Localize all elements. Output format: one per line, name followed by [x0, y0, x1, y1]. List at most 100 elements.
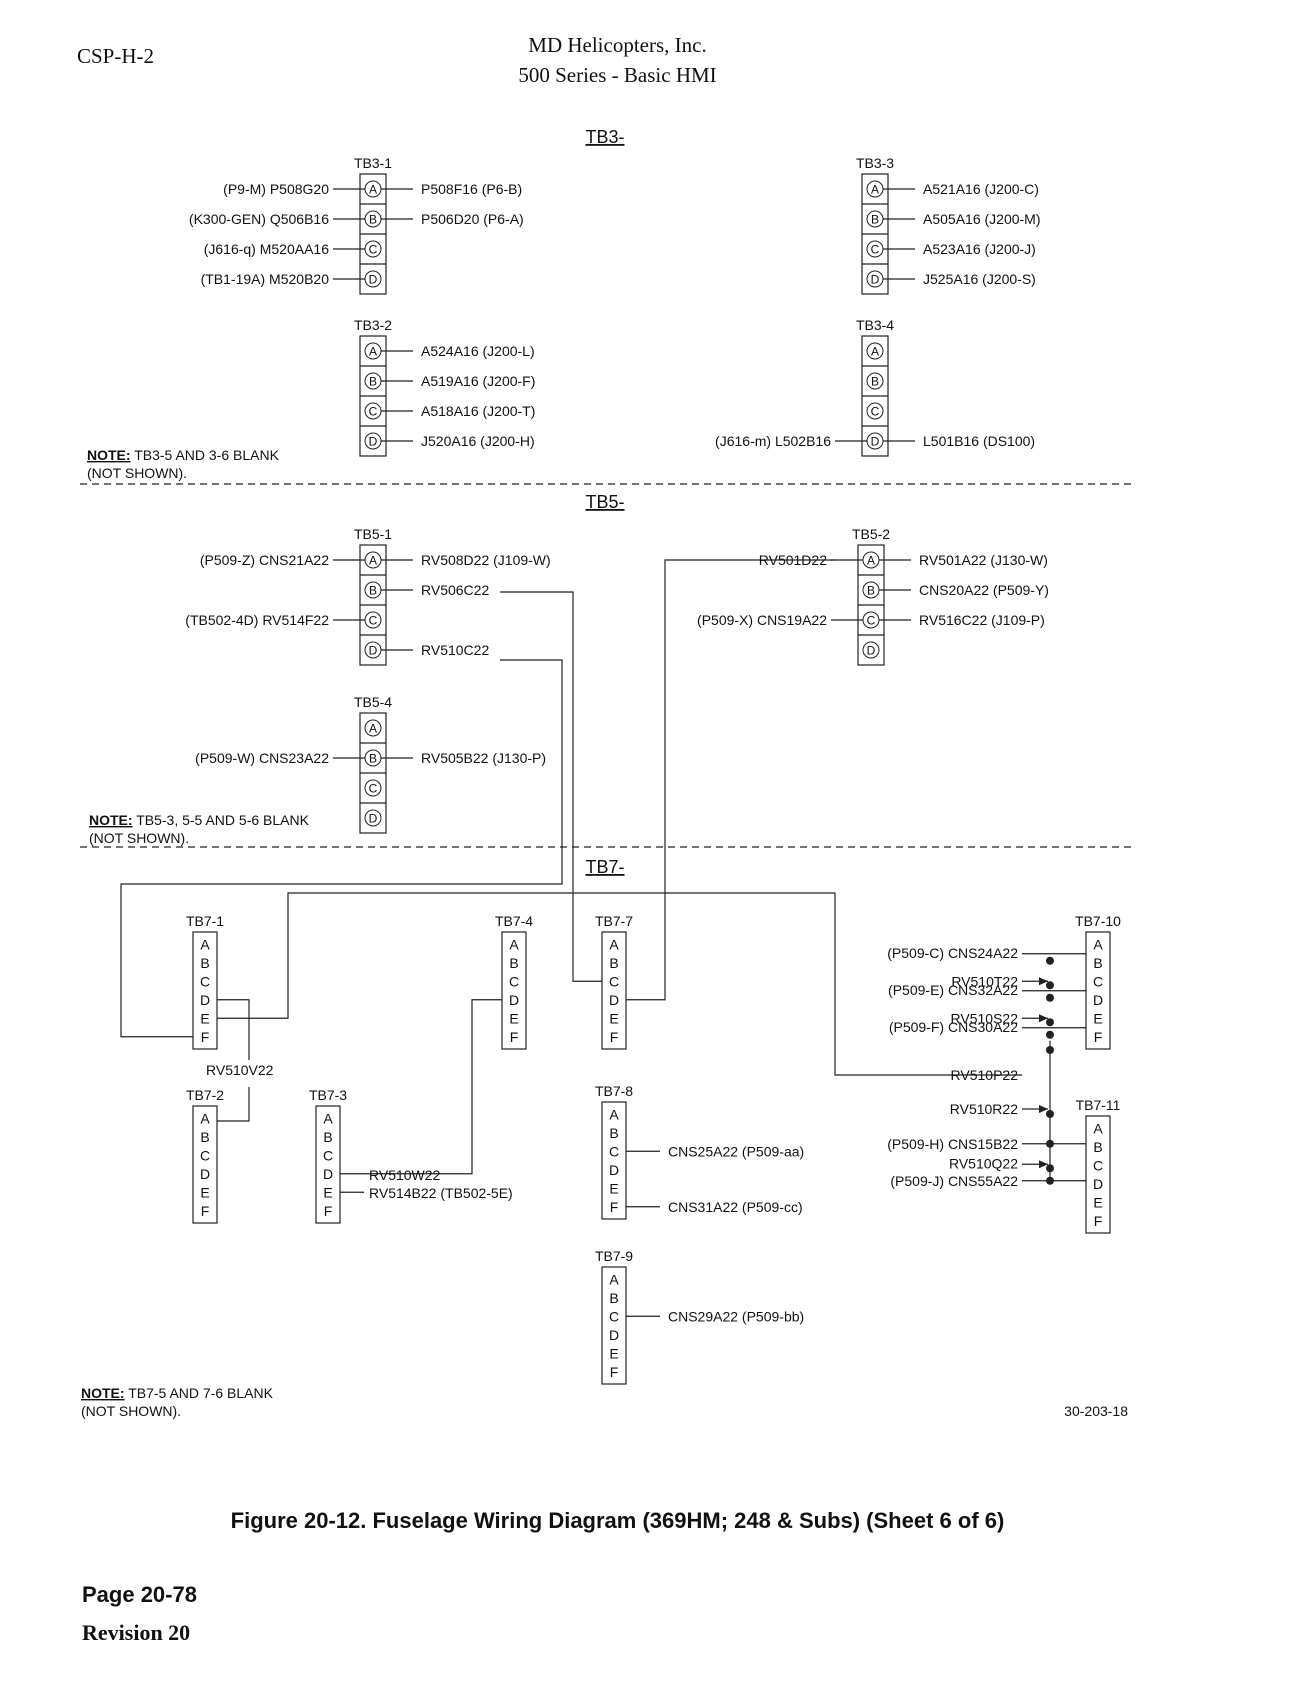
pin-label: C [1093, 973, 1103, 989]
pin-label: F [510, 1029, 519, 1045]
wire-label: CNS31A22 (P509-cc) [668, 1199, 803, 1215]
terminal-block-tb7_3 [315, 1105, 341, 1224]
wire-rv510p22 [217, 892, 1022, 1076]
pin-label: A [369, 345, 377, 359]
series-name: 500 Series - Basic HMI [518, 63, 717, 87]
wire-label: (K300-GEN) Q506B16 [189, 211, 329, 227]
wire-label: (J616-m) L502B16 [715, 433, 831, 449]
pin-label: D [509, 992, 519, 1008]
splice-dot [1046, 993, 1054, 1002]
wire-label: RV510R22 [950, 1101, 1018, 1117]
pin-label: F [610, 1029, 619, 1045]
wire-label: RV510Q22 [949, 1155, 1018, 1171]
wire-label: RV510P22 [951, 1067, 1019, 1083]
note-tb7: NOTE: TB7-5 AND 7-6 BLANK [81, 1385, 274, 1401]
terminal-block-title: TB7-4 [495, 913, 533, 929]
pin-label: F [324, 1203, 333, 1219]
pin-label: F [1094, 1029, 1103, 1045]
pin-circle [866, 402, 884, 420]
wire-label: A505A16 (J200-M) [923, 211, 1041, 227]
pin-label: B [369, 584, 377, 598]
pin-label: C [200, 973, 210, 989]
pin-label: C [200, 1147, 210, 1163]
wire-label: RV506C22 [421, 582, 489, 598]
wire-label: RV514B22 (TB502-5E) [369, 1185, 513, 1201]
pin-label: D [200, 992, 210, 1008]
note-line2: (NOT SHOWN). [87, 465, 187, 481]
pin-label: A [871, 345, 879, 359]
note-tb5: NOTE: TB5-3, 5-5 AND 5-6 BLANK [89, 812, 310, 828]
terminal-block-title: TB3-2 [354, 317, 392, 333]
pin-label: F [610, 1199, 619, 1215]
splice-dot [1046, 1030, 1054, 1039]
wire-label: J520A16 (J200-H) [421, 433, 535, 449]
wire-label: (P509-E) CNS32A22 [888, 982, 1018, 998]
pin-label: A [609, 936, 619, 952]
wire-rv510w22 [340, 999, 502, 1175]
note-label: NOTE: [81, 1385, 125, 1401]
pin-circle [862, 641, 880, 659]
note-label: NOTE: [87, 447, 131, 463]
note-text: TB3-5 AND 3-6 BLANK [131, 447, 280, 463]
pin-label: A [369, 554, 377, 568]
splice-dot [1046, 1110, 1054, 1118]
terminal-block-title: TB3-4 [856, 317, 894, 333]
wire-label: A519A16 (J200-F) [421, 373, 535, 389]
wire-label: P506D20 (P6-A) [421, 211, 524, 227]
revision-label: Revision 20 [82, 1620, 191, 1645]
pin-circle [364, 809, 382, 827]
pin-label: F [201, 1029, 210, 1045]
pin-label: D [1093, 1176, 1103, 1192]
terminal-block-title: TB7-3 [309, 1087, 347, 1103]
wire-label: A518A16 (J200-T) [421, 403, 535, 419]
wire-label: RV501A22 (J130-W) [919, 552, 1048, 568]
pin-label: A [609, 1106, 619, 1122]
pin-label: E [1093, 1010, 1102, 1026]
pin-label: D [871, 273, 880, 287]
splice-dot [1046, 1139, 1054, 1148]
wire-label: (P509-Z) CNS21A22 [200, 552, 329, 568]
pin-label: E [200, 1184, 209, 1200]
wire-label: RV510S22 [951, 1010, 1019, 1026]
pin-label: A [369, 722, 377, 736]
arrow-head [1039, 1014, 1048, 1023]
page-header: MD Helicopters, Inc. 500 Series - Basic … [0, 30, 1235, 90]
pin-label: A [200, 936, 210, 952]
wire-label: P508F16 (P6-B) [421, 181, 522, 197]
wire-label: RV505B22 (J130-P) [421, 750, 546, 766]
pin-label: C [867, 614, 876, 628]
wire-label: CNS29A22 (P509-bb) [668, 1308, 804, 1324]
pin-label: D [1093, 992, 1103, 1008]
terminal-block-title: TB7-11 [1076, 1097, 1121, 1113]
pin-label: D [867, 644, 876, 658]
wire-label: RV510V22 [206, 1062, 274, 1078]
wire-label: (P509-J) CNS55A22 [890, 1173, 1018, 1189]
pin-label: B [369, 375, 377, 389]
pin-label: C [609, 1308, 619, 1324]
pin-label: C [323, 1147, 333, 1163]
pin-label: C [369, 243, 378, 257]
pin-label: C [509, 973, 519, 989]
arrow-head [1039, 1160, 1048, 1169]
pin-label: B [323, 1129, 332, 1145]
terminal-block-title: TB7-10 [1075, 913, 1121, 929]
section-title-tb7: TB7- [585, 857, 624, 877]
wire-label: (P509-C) CNS24A22 [887, 945, 1018, 961]
pin-label: C [369, 782, 378, 796]
terminal-block-title: TB5-4 [354, 694, 392, 710]
wire-label: (P9-M) P508G20 [223, 181, 329, 197]
pin-circle [364, 779, 382, 797]
terminal-block-title: TB5-1 [354, 526, 392, 542]
splice-dot [1046, 981, 1054, 990]
terminal-block-tb7_8 [601, 1101, 627, 1220]
wire-label: (P509-F) CNS30A22 [889, 1019, 1018, 1035]
wire-label: A521A16 (J200-C) [923, 181, 1039, 197]
wire-rv510v22-lower [217, 1087, 250, 1122]
page-number: Page 20-78 [82, 1582, 197, 1607]
pin-label: E [1093, 1194, 1102, 1210]
pin-label: A [1093, 936, 1103, 952]
pin-label: C [609, 1143, 619, 1159]
wire-label: (TB1-19A) M520B20 [201, 271, 330, 287]
pin-label: D [369, 435, 378, 449]
